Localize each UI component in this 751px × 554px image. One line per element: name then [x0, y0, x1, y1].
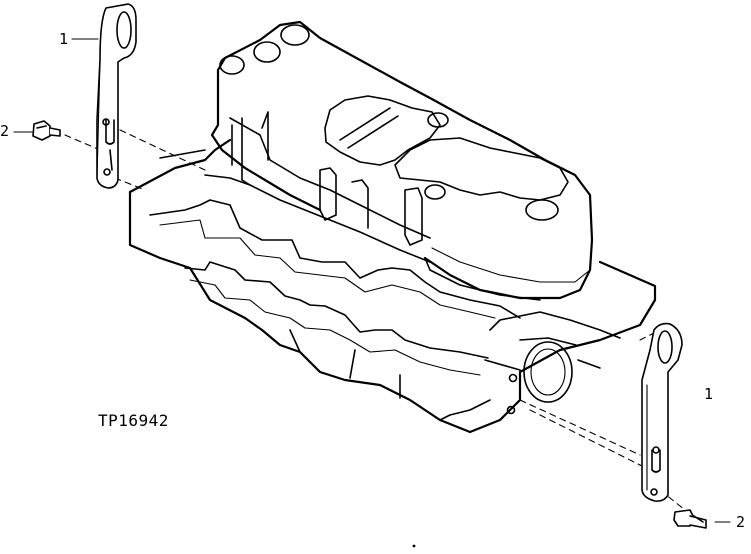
- callout-leaders: [13, 38, 731, 523]
- registration-dot: [412, 544, 416, 548]
- cap-screw-right: [673, 509, 707, 529]
- lifting-bracket-right: [641, 322, 683, 502]
- valve-cover: [210, 20, 594, 301]
- assembly-guide-lines: [64, 129, 686, 511]
- figure-id-label: TP16942: [98, 411, 169, 430]
- callout-bracket-top: 1: [59, 30, 69, 48]
- callout-bracket-right: 1: [704, 385, 714, 403]
- callout-bolt-right: 2: [736, 513, 746, 531]
- cylinder-head-casting: [128, 138, 657, 434]
- callout-bolt-left: 2: [0, 122, 10, 140]
- lifting-bracket-left: [96, 3, 137, 189]
- cap-screw-left: [32, 120, 61, 141]
